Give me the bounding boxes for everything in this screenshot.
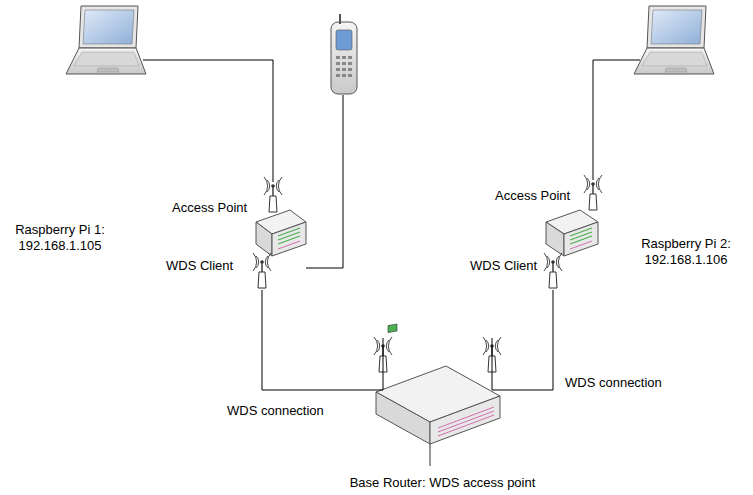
device-label: Base Router: WDS access point [345, 475, 540, 491]
device-label: Raspberry Pi 1: 192.168.1.105 [10, 222, 110, 254]
antenna-label: Access Point [495, 188, 570, 204]
antenna-icon [253, 253, 271, 288]
wds-link [262, 290, 383, 390]
laptop-icon [634, 6, 714, 74]
link-label: WDS connection [225, 403, 326, 419]
laptop-icon [66, 6, 146, 74]
device-label: Raspberry Pi 2: 192.168.1.106 [636, 236, 736, 268]
wire [306, 95, 343, 268]
antenna-icon [264, 177, 282, 212]
router-icon [256, 210, 306, 256]
antenna-icon [544, 253, 562, 288]
router-icon [546, 210, 598, 256]
phone-icon [331, 14, 357, 94]
wire [143, 60, 273, 182]
antenna-label: Access Point [172, 200, 247, 216]
antenna-icon [584, 175, 602, 210]
router-icon [376, 324, 500, 466]
wds-link [492, 290, 553, 390]
link-label: WDS connection [563, 375, 664, 391]
antenna-label: WDS Client [470, 258, 537, 274]
device-group: Raspberry Pi 1: 192.168.1.105 Access Poin… [8, 175, 320, 290]
wire [593, 60, 640, 180]
antenna-label: WDS Client [166, 258, 233, 274]
device-group: Base Router: WDS access point [345, 338, 542, 493]
device-group: Raspberry Pi 2: 192.168.1.106 Access Poin… [465, 175, 745, 290]
